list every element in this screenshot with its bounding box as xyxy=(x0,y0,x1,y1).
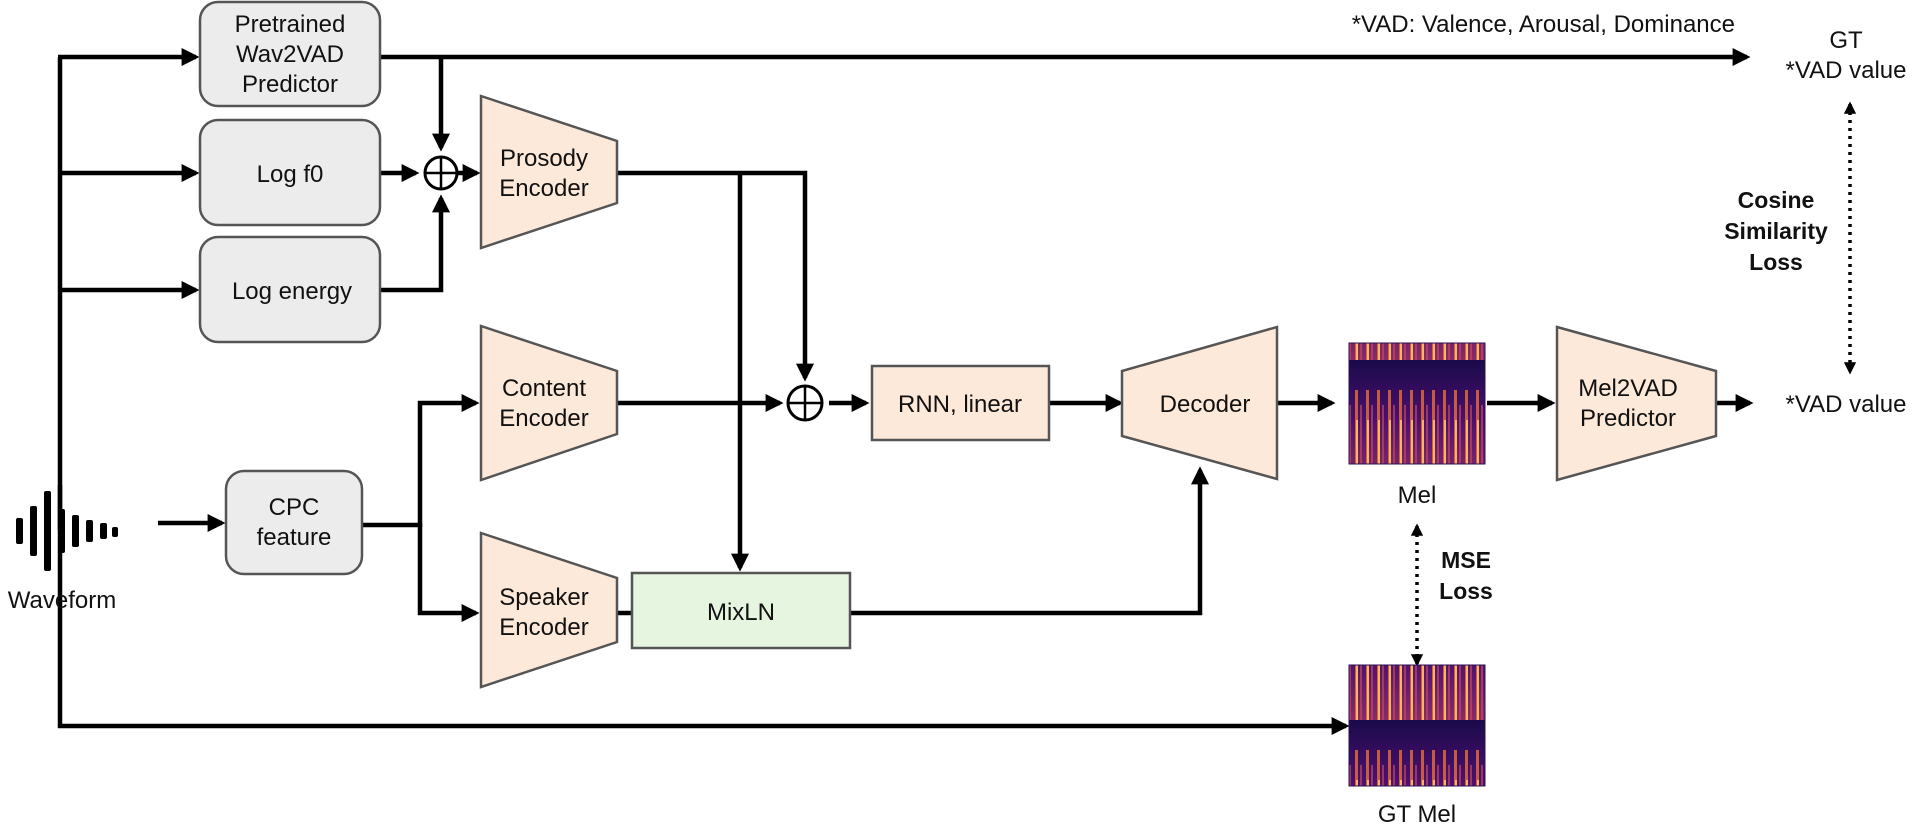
waveform-label: Waveform xyxy=(8,587,116,614)
vad-definition-note: *VAD: Valence, Arousal, Dominance xyxy=(1352,11,1735,38)
decoder-block: Decoder xyxy=(1120,325,1279,481)
sum-node-content xyxy=(786,384,824,422)
wire-mixln-to-decoder xyxy=(850,466,1209,616)
rnn-linear-label: RNN, linear xyxy=(898,391,1022,418)
rnn-linear-block: RNN, linear xyxy=(870,364,1051,442)
log-f0-block: Log f0 xyxy=(198,118,382,227)
mixln-label: MixLN xyxy=(707,599,775,626)
decoder-label: Decoder xyxy=(1160,391,1251,418)
log-energy-block: Log energy xyxy=(198,235,382,344)
wire-cpc-to-content xyxy=(417,394,480,527)
log-energy-label: Log energy xyxy=(232,278,352,305)
wire-logenergy-to-sum xyxy=(381,194,450,293)
mixln-block: MixLN xyxy=(630,571,852,650)
mel-label: Mel xyxy=(1398,482,1437,509)
wire-prosody-to-sum2 xyxy=(617,170,814,382)
waveform-icon xyxy=(16,491,118,571)
gt-mel-label: GT Mel xyxy=(1378,801,1456,824)
log-f0-label: Log f0 xyxy=(257,161,324,188)
wire-cpc-to-speaker xyxy=(417,523,480,622)
mel-spectrogram xyxy=(1348,342,1486,465)
sum-node-prosody xyxy=(423,155,459,191)
vad-value-label: *VAD value xyxy=(1786,391,1907,418)
gt-vad-value-label: GT*VAD value xyxy=(1786,27,1907,84)
gt-mel-spectrogram xyxy=(1348,664,1486,787)
